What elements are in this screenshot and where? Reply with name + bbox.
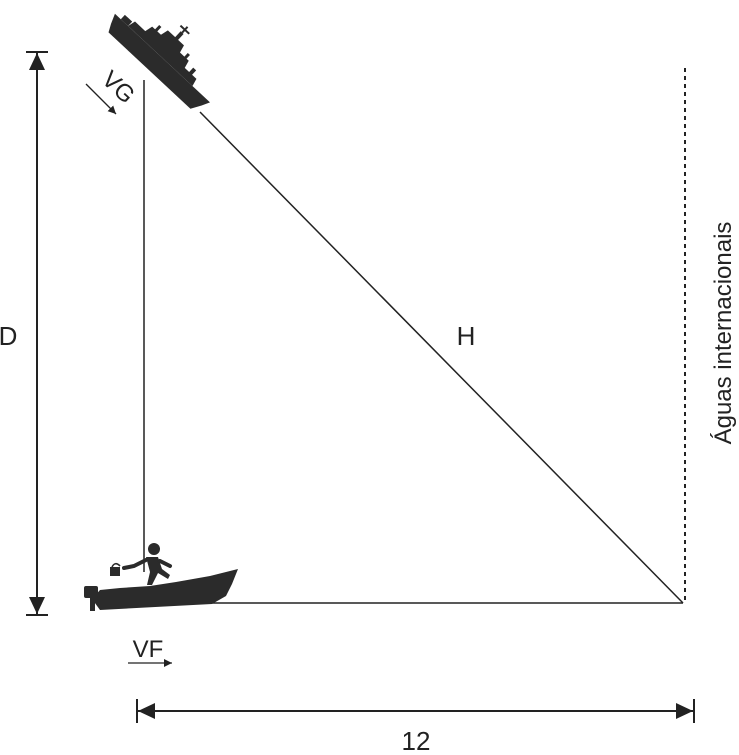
horizontal-dimension xyxy=(136,699,695,723)
international-waters-label: Águas internacionais xyxy=(710,222,737,445)
vertical-distance-label: D xyxy=(0,321,17,351)
horizontal-distance-label: 12 xyxy=(402,726,431,755)
boat-velocity-label: VF xyxy=(133,636,164,663)
vertical-dimension xyxy=(26,51,48,616)
motorboat-with-person-icon xyxy=(84,543,238,611)
hypotenuse-line xyxy=(199,111,684,604)
warship-icon xyxy=(108,13,211,109)
hypotenuse-label: H xyxy=(457,321,476,351)
ship-velocity-label: VG xyxy=(96,66,140,109)
ship-velocity-arrow xyxy=(85,83,117,115)
